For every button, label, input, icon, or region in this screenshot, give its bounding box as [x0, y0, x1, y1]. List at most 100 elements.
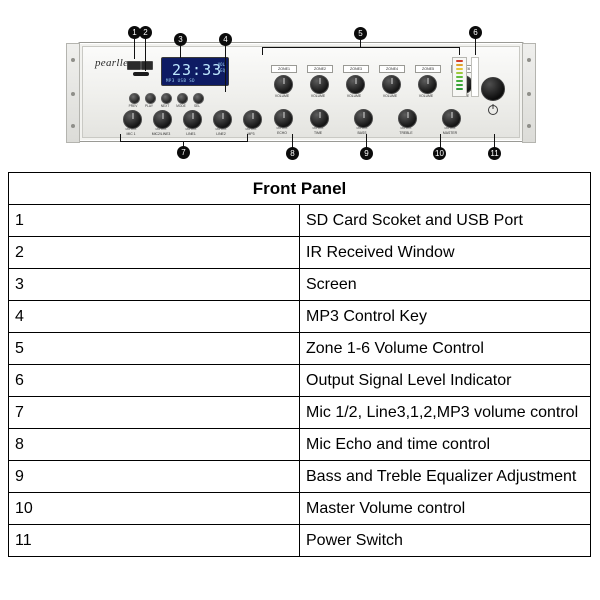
mp3-key-next[interactable] — [161, 93, 172, 104]
knob-mp3-label: MP3 — [247, 132, 255, 136]
zone4-tag: ZONE4 — [379, 65, 405, 73]
knob-treble[interactable] — [398, 109, 417, 128]
knob-treble-scale: MIN MAX — [400, 127, 412, 130]
leader-line-1 — [134, 39, 135, 59]
leader-line-4 — [225, 46, 226, 92]
knob-line2-label: LINE2 — [216, 132, 226, 136]
power-icon — [488, 105, 498, 115]
table-row: 4 MP3 Control Key — [8, 300, 591, 333]
knob-line1-label: LINE1 — [186, 132, 196, 136]
knob-bass[interactable] — [354, 109, 373, 128]
knob-zone2[interactable] — [310, 75, 329, 94]
leader-line-8 — [292, 134, 293, 148]
brand-logo: pearller — [95, 57, 133, 69]
leader-line-5 — [360, 40, 361, 48]
knob-bass-scale: MIN MAX — [356, 127, 368, 130]
mp3-key-mode[interactable] — [177, 93, 188, 104]
knob-mic1[interactable] — [123, 110, 142, 129]
leader-line-6 — [475, 39, 476, 55]
callout-4: 4 — [219, 33, 232, 46]
rack-ear-left — [66, 43, 80, 143]
output-signal-level-indicator — [452, 57, 467, 97]
row-description: Bass and Treble Equalizer Adjustment — [299, 460, 591, 493]
knob-zone2-caption: VOLUME — [310, 94, 326, 98]
row-description: IR Received Window — [299, 236, 591, 269]
knob-mic1-label: MIC 1 — [126, 132, 136, 136]
screen-source-label: MP3 USB SD — [166, 78, 196, 83]
mp3-key-prev-label: PREV — [128, 104, 138, 108]
table-row: 1 SD Card Scoket and USB Port — [8, 204, 591, 237]
row-number: 3 — [8, 268, 300, 301]
mp3-key-sel-label: SEL — [193, 104, 201, 108]
leader-line-7 — [183, 141, 184, 147]
row-number: 10 — [8, 492, 300, 525]
row-description: SD Card Scoket and USB Port — [299, 204, 591, 237]
knob-line2[interactable] — [213, 110, 232, 129]
row-number: 9 — [8, 460, 300, 493]
knob-treble-label: TREBLE — [399, 131, 413, 135]
knob-time-scale: MIN MAX — [312, 127, 324, 130]
knob-bass-label: BASS — [357, 131, 367, 135]
zone3-tag: ZONE3 — [343, 65, 369, 73]
row-number: 6 — [8, 364, 300, 397]
knob-zone5[interactable] — [418, 75, 437, 94]
screen-side-top: VOL — [217, 62, 225, 67]
callout-5-bracket — [262, 47, 460, 55]
power-switch[interactable] — [481, 77, 505, 101]
mp3-key-next-label: NEXT — [160, 104, 170, 108]
knob-mp3-scale: MIN MAX — [245, 128, 257, 131]
knob-zone5-caption: VOLUME — [418, 94, 434, 98]
row-number: 5 — [8, 332, 300, 365]
callout-10: 10 — [433, 147, 446, 160]
knob-mic2-line3-label: MIC2/LINE3 — [151, 132, 171, 136]
mp3-key-mode-label: MODE — [176, 104, 186, 108]
row-description: Master Volume control — [299, 492, 591, 525]
callout-1: 1 — [128, 26, 141, 39]
row-description: Output Signal Level Indicator — [299, 364, 591, 397]
knob-mic2-line3-scale: MIN MAX — [155, 128, 167, 131]
callout-8: 8 — [286, 147, 299, 160]
mp3-key-prev[interactable] — [129, 93, 140, 104]
knob-zone3[interactable] — [346, 75, 365, 94]
knob-zone1-caption: VOLUME — [274, 94, 290, 98]
row-number: 1 — [8, 204, 300, 237]
knob-zone4[interactable] — [382, 75, 401, 94]
knob-mic2-line3[interactable] — [153, 110, 172, 129]
callout-9: 9 — [360, 147, 373, 160]
knob-master[interactable] — [442, 109, 461, 128]
table-row: 10 Master Volume control — [8, 492, 591, 525]
callout-7-bracket — [120, 134, 248, 142]
mp3-key-play[interactable] — [145, 93, 156, 104]
mp3-key-play-label: PLAY — [145, 104, 153, 108]
knob-master-scale: MIN MAX — [444, 127, 456, 130]
front-panel-legend-table: Front Panel 1 SD Card Scoket and USB Por… — [8, 172, 591, 557]
row-number: 8 — [8, 428, 300, 461]
leader-line-11 — [494, 134, 495, 148]
table-row: 11 Power Switch — [8, 524, 591, 557]
row-description: Mic 1/2, Line3,1,2,MP3 volume control — [299, 396, 591, 429]
panel-face: pearller 23:33 MP3 USB SD VOL EQ PREV — [82, 46, 520, 138]
front-panel-illustration: pearller 23:33 MP3 USB SD VOL EQ PREV — [0, 0, 600, 160]
leader-line-2 — [145, 39, 146, 71]
knob-zone3-caption: VOLUME — [346, 94, 362, 98]
table-row: 3 Screen — [8, 268, 591, 301]
knob-line2-scale: MIN MAX — [215, 128, 227, 131]
knob-zone1[interactable] — [274, 75, 293, 94]
knob-zone4-caption: VOLUME — [382, 94, 398, 98]
mp3-key-sel[interactable] — [193, 93, 204, 104]
knob-echo[interactable] — [274, 109, 293, 128]
knob-mp3[interactable] — [243, 110, 262, 129]
usb-port — [141, 61, 153, 70]
table-header-row: Front Panel — [8, 172, 591, 205]
sd-card-socket — [127, 61, 141, 70]
screen-side-bottom: EQ — [220, 68, 225, 73]
table-row: 7 Mic 1/2, Line3,1,2,MP3 volume control — [8, 396, 591, 429]
knob-line1[interactable] — [183, 110, 202, 129]
knob-time[interactable] — [310, 109, 329, 128]
zone5-tag: ZONE5 — [415, 65, 441, 73]
knob-echo-label: ECHO — [277, 131, 287, 135]
knob-master-label: MASTER — [442, 131, 458, 135]
row-description: Zone 1-6 Volume Control — [299, 332, 591, 365]
callout-6: 6 — [469, 26, 482, 39]
callout-5: 5 — [354, 27, 367, 40]
